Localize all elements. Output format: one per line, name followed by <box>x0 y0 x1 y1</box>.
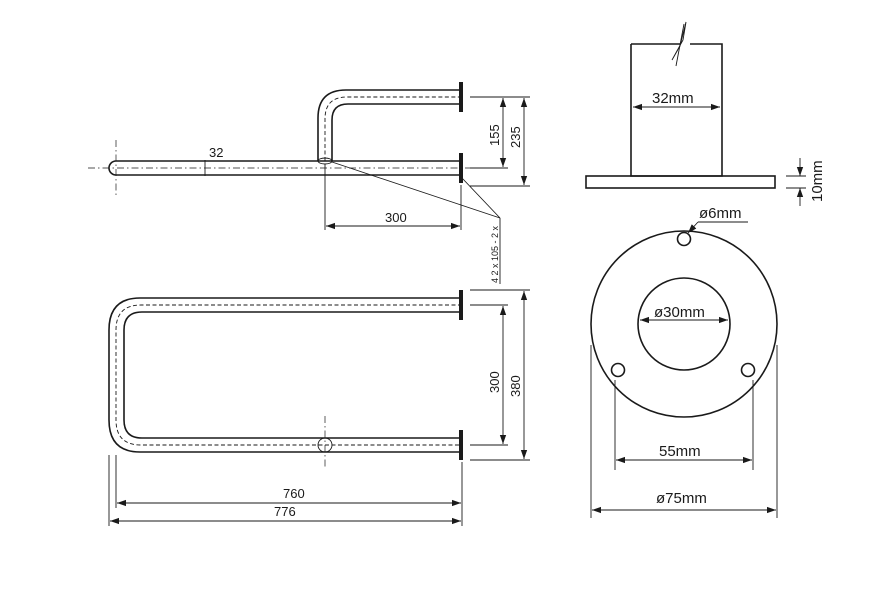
top-view: 32 300 155 235 4 2 x 105 - 2 x <box>88 82 530 284</box>
plate-thk-dim-label: 10mm <box>809 160 826 202</box>
screw-leader-1 <box>331 161 501 219</box>
front-rail-axis <box>115 304 462 446</box>
inner-length-dim-label: 760 <box>283 486 305 501</box>
depth-dim-label: 300 <box>385 210 407 225</box>
flange-bore <box>637 277 731 371</box>
side-view: 32mm 10mm <box>585 21 826 206</box>
outer-height-dim-label: 380 <box>508 375 523 397</box>
inner-height-dim-label: 300 <box>487 371 502 393</box>
tube-dim-label: 32 <box>209 145 223 160</box>
screw-leader-2 <box>461 177 501 219</box>
flange-hole-left <box>610 362 626 378</box>
top-main-tube <box>116 160 462 176</box>
front-wall-plate-lower <box>459 430 463 460</box>
top-tube-end <box>108 160 117 176</box>
front-rail-outer <box>108 297 462 453</box>
hole-dim-leader <box>687 221 699 234</box>
side-break-mark <box>671 21 687 61</box>
front-rail-inner <box>123 311 462 439</box>
side-base-plate <box>585 175 776 189</box>
front-joint-circle <box>317 437 333 453</box>
top-wall-plate-lower <box>459 153 463 183</box>
flange-hole-right <box>740 362 756 378</box>
side-break-line <box>675 23 685 67</box>
outer-length-dim-label: 776 <box>274 504 296 519</box>
top-wall-plate-upper <box>459 82 463 112</box>
top-bent-arm-inner <box>331 103 462 161</box>
flange-outer <box>590 230 778 418</box>
offset-total-dim-label: 235 <box>508 126 523 148</box>
offset-dim-label: 155 <box>487 124 502 146</box>
top-bent-arm-outer <box>317 89 462 161</box>
top-bent-arm-axis <box>324 96 462 161</box>
flange-hole-top <box>676 231 692 247</box>
screw-note: 4 2 x 105 - 2 x <box>490 225 500 283</box>
bore-dim-label: ø30mm <box>654 304 705 321</box>
spacing-dim-label: 55mm <box>659 443 701 460</box>
flange-view: ø6mm ø30mm 55mm ø75mm <box>590 205 778 518</box>
hole-dim-label: ø6mm <box>699 205 742 222</box>
side-tube-width-dim-label: 32mm <box>652 90 694 107</box>
flange-dia-dim-label: ø75mm <box>656 490 707 507</box>
front-view: 300 380 760 776 <box>108 289 530 526</box>
front-wall-plate-upper <box>459 290 463 320</box>
